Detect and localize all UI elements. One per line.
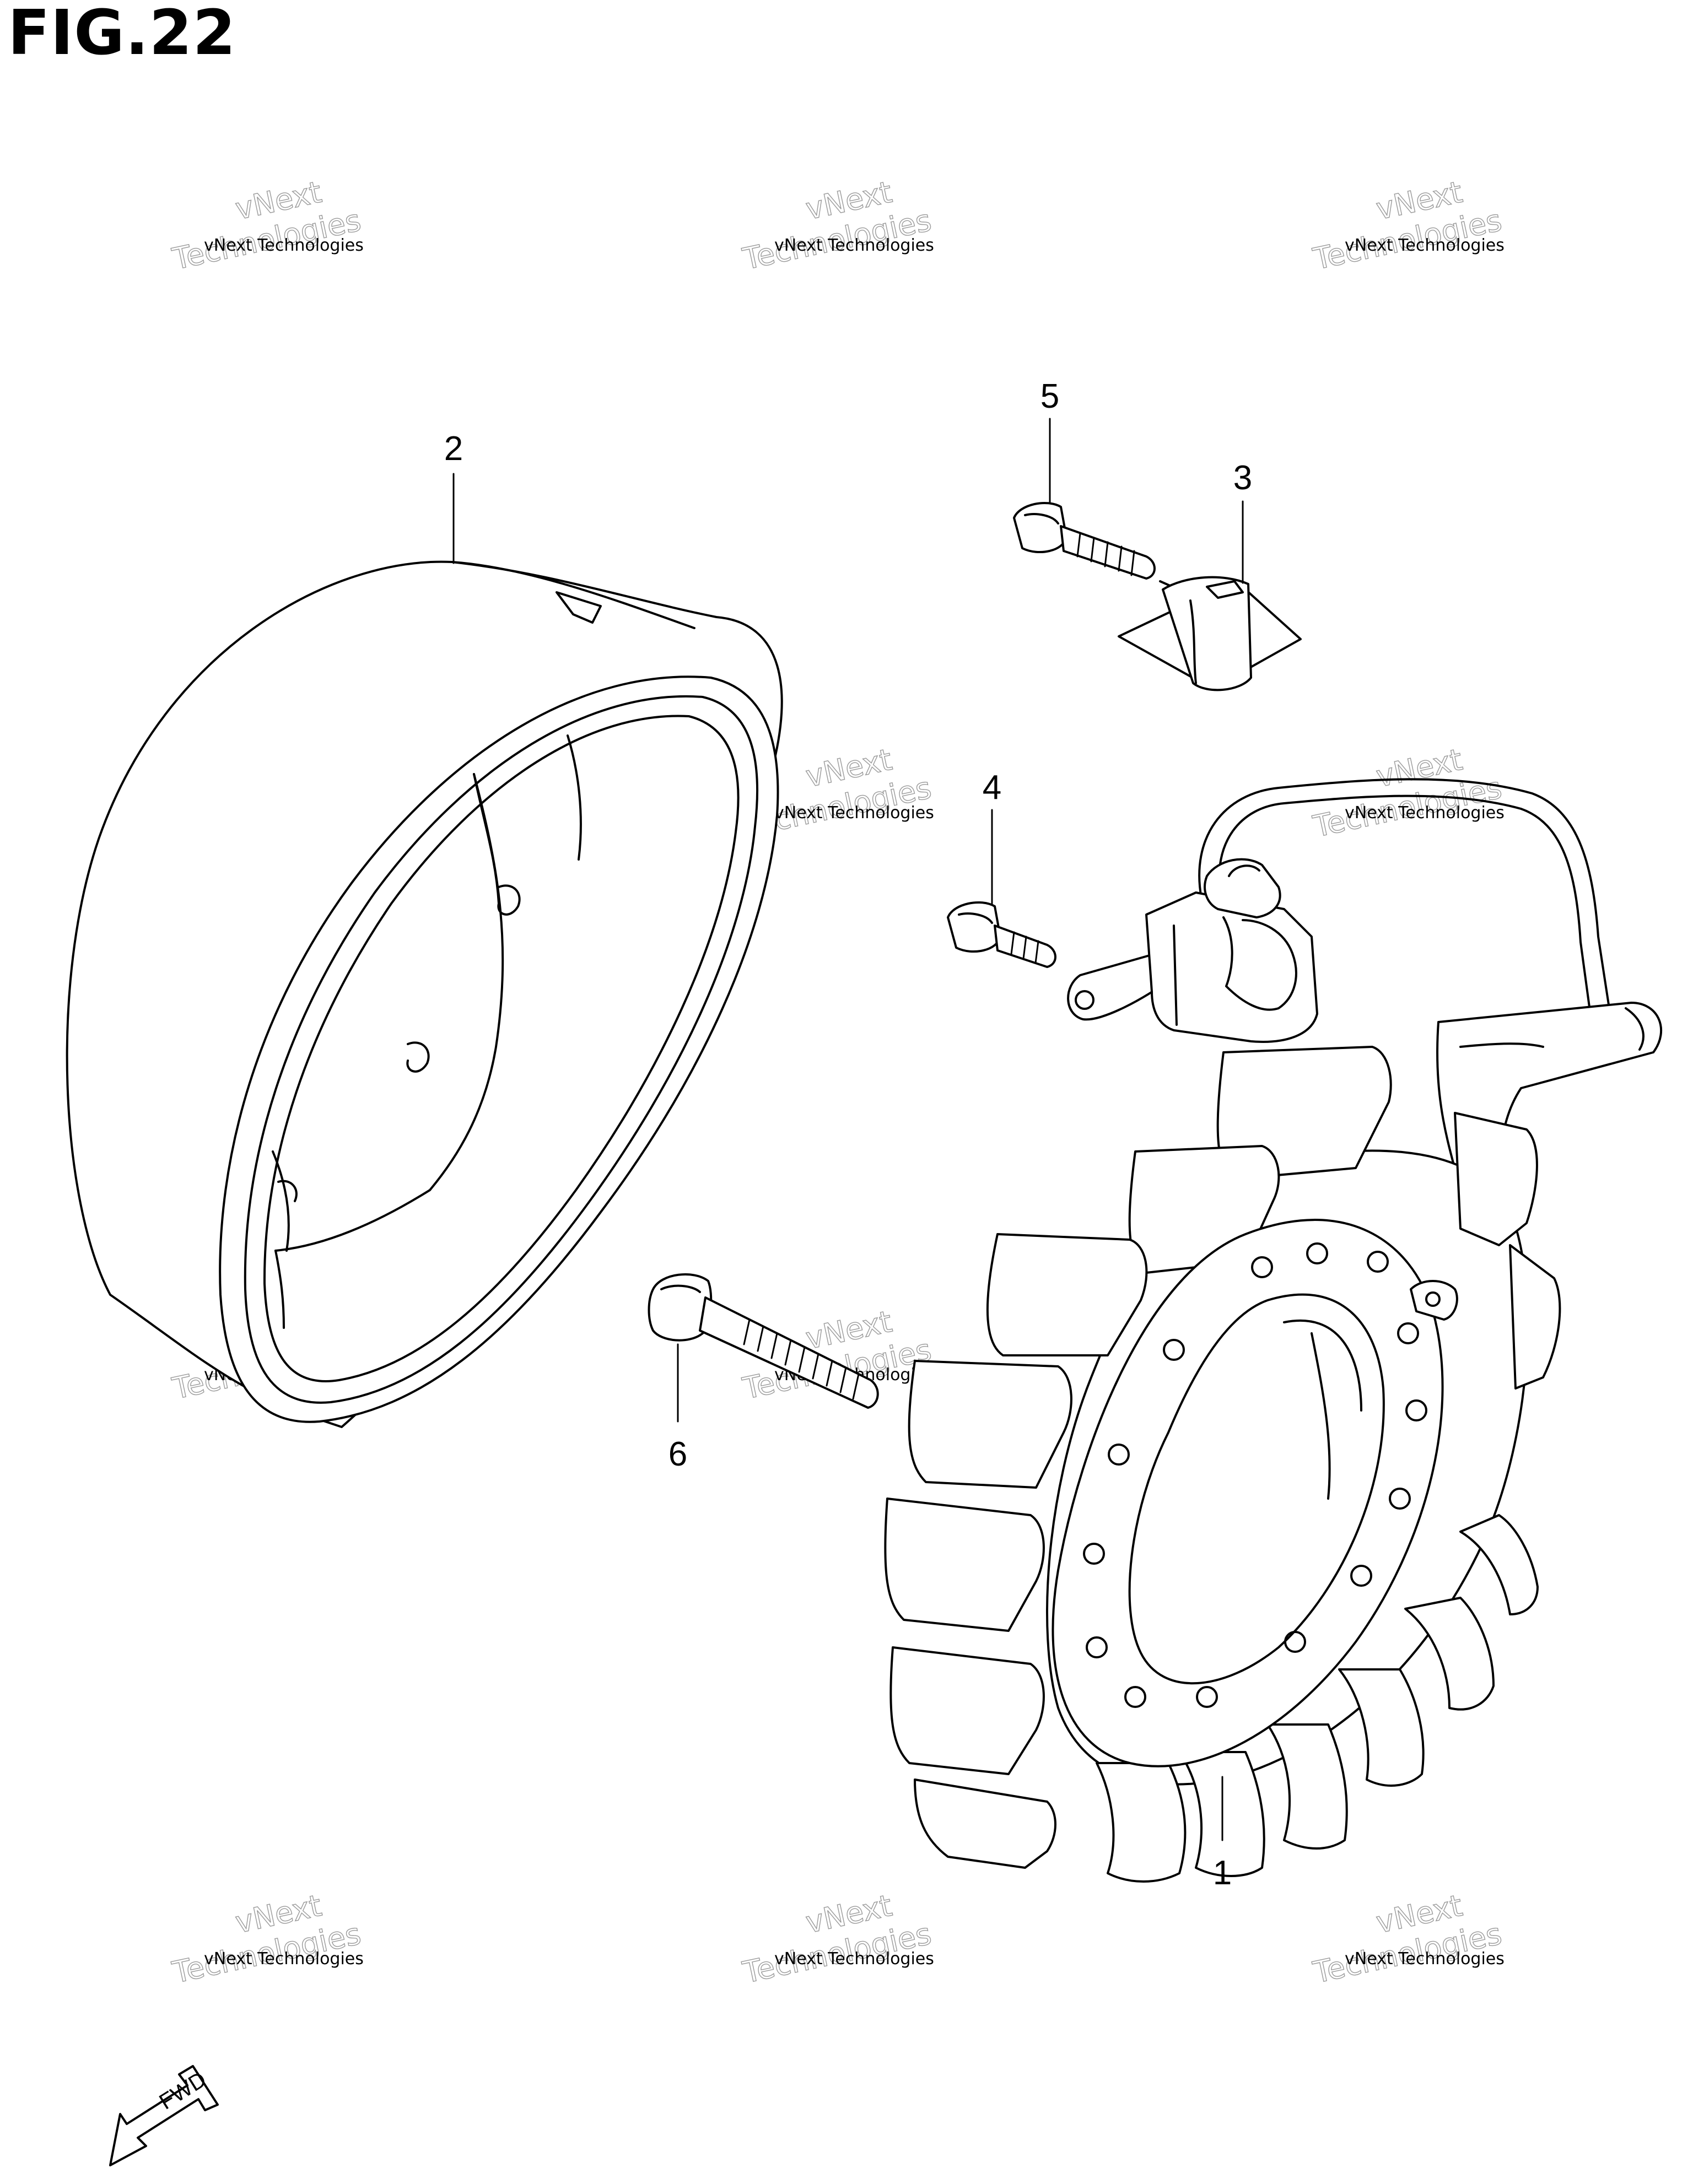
stator-mounting-holes bbox=[1083, 1242, 1427, 1708]
bolt-part-4 bbox=[947, 901, 1056, 968]
clip-bracket-part-3 bbox=[1118, 576, 1302, 691]
stator-coil-part-1 bbox=[884, 1002, 1663, 1883]
watermark-small: vNext Technologies bbox=[204, 236, 364, 255]
watermark-small: vNext Technologies bbox=[1345, 1949, 1505, 1969]
callout-6: 6 bbox=[668, 1435, 687, 1473]
watermark-small: vNext Technologies bbox=[1345, 236, 1505, 255]
watermark-small: vNext Technologies bbox=[204, 1949, 364, 1969]
callout-3: 3 bbox=[1233, 459, 1252, 497]
callout-5: 5 bbox=[1040, 377, 1059, 415]
callout-2: 2 bbox=[444, 430, 463, 468]
leader-lines bbox=[452, 418, 1244, 1841]
pickup-coil-sensor bbox=[1067, 778, 1610, 1043]
long-bolt-part-6 bbox=[648, 1273, 879, 1409]
watermark-small: vNext Technologies bbox=[774, 1949, 934, 1969]
watermark-small: vNext Technologies bbox=[774, 803, 934, 823]
rotor-flywheel-part-2 bbox=[66, 560, 783, 1428]
callout-1: 1 bbox=[1213, 1854, 1232, 1892]
watermark-small: vNext Technologies bbox=[774, 236, 934, 255]
bolt-part-5 bbox=[1013, 502, 1186, 593]
figure-title: FIG.22 bbox=[8, 0, 236, 69]
callout-4: 4 bbox=[983, 769, 1001, 807]
watermark-small: vNext Technologies bbox=[1345, 803, 1505, 823]
fwd-arrow-icon: FWD bbox=[109, 2065, 219, 2166]
